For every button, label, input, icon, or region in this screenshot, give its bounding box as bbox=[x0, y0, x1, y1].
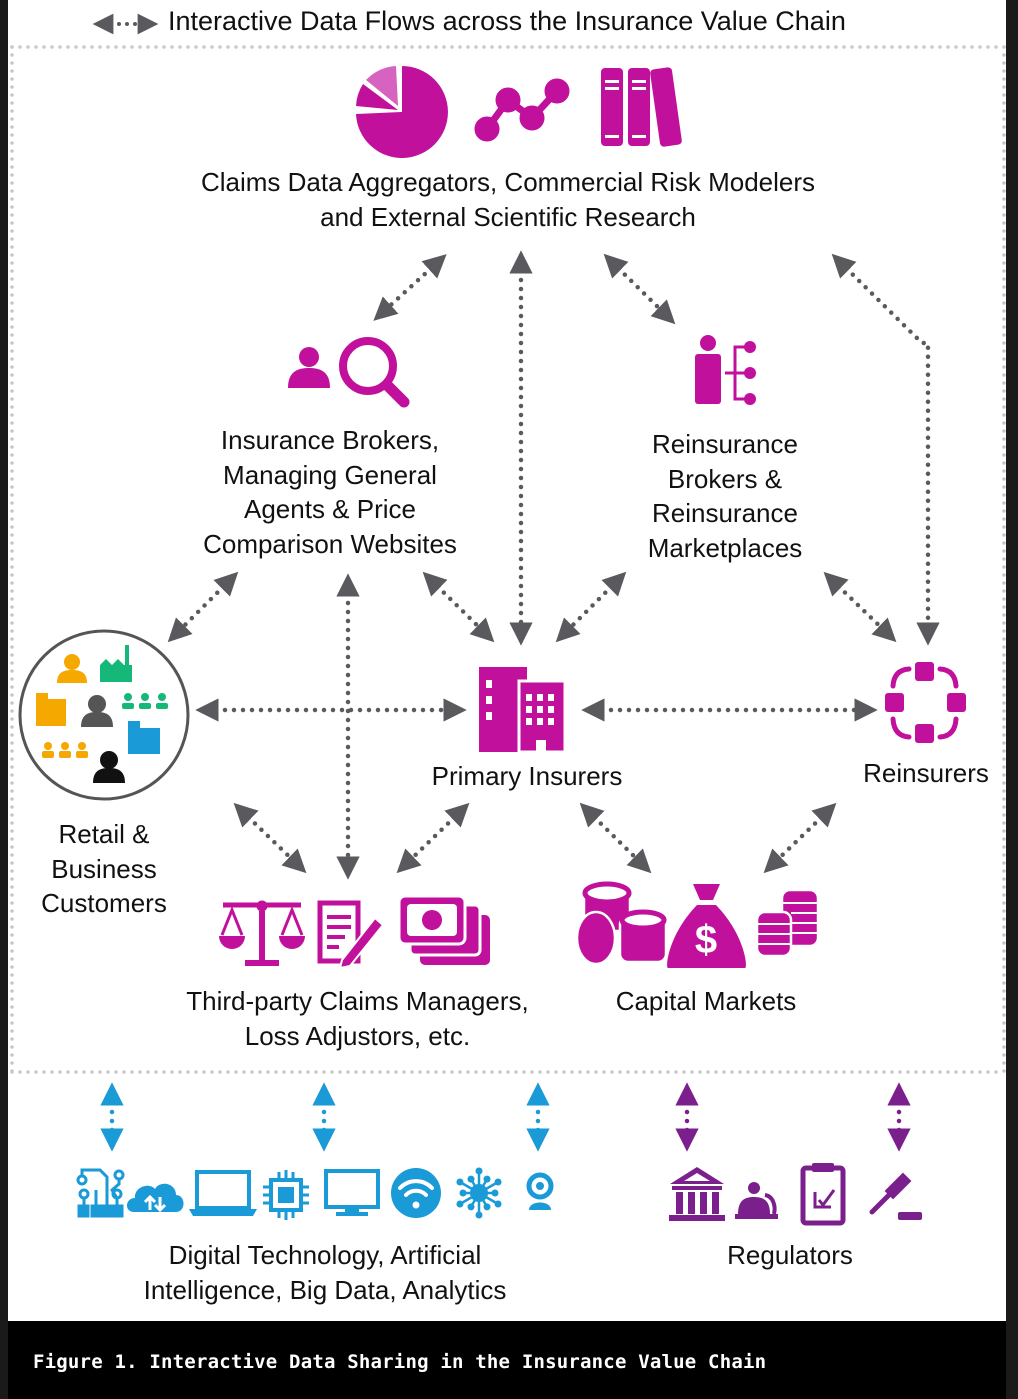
reinsurance-brokers-label-line-3: Reinsurance bbox=[652, 498, 798, 528]
network-hub-icon bbox=[456, 1167, 502, 1219]
network-nodes-icon bbox=[885, 662, 966, 743]
brokers-label: Insurance Brokers, Managing General Agen… bbox=[160, 423, 500, 561]
hub-node bbox=[494, 1200, 502, 1208]
reinsurance-brokers-label-line-2: Brokers & bbox=[667, 463, 783, 494]
diagram-frame bbox=[8, 0, 1006, 1321]
aggregators-label-line-1: Claims Data Aggregators, Commercial Risk… bbox=[200, 167, 816, 197]
document-pen-icon bbox=[317, 900, 385, 970]
money-bag-icon: $ bbox=[667, 884, 746, 968]
laptop-icon bbox=[189, 1170, 257, 1216]
customers-label-line-3: Customers bbox=[41, 888, 167, 918]
wifi-icon bbox=[391, 1168, 441, 1218]
circuit-icon bbox=[76, 1168, 125, 1218]
dotted-border bbox=[10, 45, 1006, 1074]
cloud-sync-icon bbox=[126, 1183, 184, 1213]
page-title: Interactive Data Flows across the Insura… bbox=[168, 6, 846, 36]
regulators-label-line-1: Regulators bbox=[727, 1240, 853, 1270]
flow-arrow-aggregators-reinsurers bbox=[831, 253, 940, 646]
gavel-icon bbox=[869, 1172, 922, 1220]
claims-managers-label-line-1: Third-party Claims Managers, bbox=[186, 986, 529, 1016]
hub-spoke bbox=[459, 1191, 480, 1206]
flow-arrow-primary-capital bbox=[579, 802, 652, 874]
monitor-icon bbox=[324, 1169, 380, 1216]
customers-label-line-2: Business bbox=[51, 853, 157, 884]
aggregators-label: Claims Data Aggregators, Commercial Risk… bbox=[152, 165, 864, 234]
binders-icon bbox=[601, 67, 682, 147]
digital-tech-label-line-2: Intelligence, Big Data, Analytics bbox=[143, 1274, 507, 1305]
flow-arrow-primary-claims bbox=[396, 802, 470, 874]
hub-node bbox=[467, 1175, 475, 1183]
magnifier-icon bbox=[339, 337, 410, 408]
hub-node bbox=[459, 1189, 467, 1197]
capital-markets-label: Capital Markets bbox=[590, 984, 822, 1019]
primary-insurers-label: Primary Insurers bbox=[402, 759, 652, 794]
customer-group-circle-icon bbox=[18, 629, 190, 801]
banknotes-icon bbox=[397, 894, 490, 965]
reinsurance-brokers-label-line-4: Marketplaces bbox=[647, 532, 803, 563]
customers-label: Retail & Business Customers bbox=[14, 817, 194, 921]
hub-node bbox=[475, 1167, 483, 1175]
customers-label-line-1: Retail & bbox=[58, 819, 150, 849]
flow-arrow-aggregators-brokers bbox=[373, 254, 447, 321]
office-building-icon bbox=[479, 667, 567, 754]
flow-arrow-brokers-customers bbox=[167, 571, 239, 643]
hub-node bbox=[483, 1175, 491, 1183]
scales-icon bbox=[219, 900, 305, 966]
speaker-podium-icon bbox=[735, 1182, 778, 1219]
hub-node bbox=[491, 1189, 499, 1197]
brokers-label-line-3: Agents & Price bbox=[244, 494, 416, 524]
flow-arrow-customers-claims bbox=[233, 802, 307, 874]
svg-text:$: $ bbox=[695, 918, 717, 962]
claims-managers-label: Third-party Claims Managers, Loss Adjust… bbox=[150, 984, 565, 1053]
hub-node bbox=[456, 1178, 464, 1186]
flow-arrow-brokers-primary bbox=[422, 571, 495, 643]
coin-stacks-icon bbox=[575, 881, 668, 966]
reinsurers-label-line-1: Reinsurers bbox=[863, 758, 989, 788]
brokers-label-line-2: Managing General bbox=[223, 459, 437, 490]
digital-tech-label-line-1: Digital Technology, Artificial bbox=[168, 1240, 482, 1270]
claims-managers-label-line-2: Loss Adjustors, etc. bbox=[244, 1020, 471, 1051]
brokers-label-line-4: Comparison Websites bbox=[203, 528, 457, 559]
flow-arrow-reinsurance-brokers-primary bbox=[555, 571, 627, 643]
digital-tech-label: Digital Technology, Artificial Intellige… bbox=[100, 1238, 550, 1307]
coin-stack-icon bbox=[755, 888, 820, 958]
reinsurers-label: Reinsurers bbox=[846, 756, 1006, 791]
person-icon bbox=[288, 347, 330, 388]
hub-node bbox=[475, 1211, 483, 1219]
figure-caption: Figure 1. Interactive Data Sharing in th… bbox=[33, 1351, 767, 1373]
flow-arrow-aggregators-reinsurance-brokers bbox=[603, 253, 676, 325]
flow-arrow-reinsurance-brokers-reinsurers bbox=[823, 571, 897, 643]
capital-markets-label-line-1: Capital Markets bbox=[615, 986, 797, 1016]
webcam-icon bbox=[526, 1172, 554, 1210]
primary-insurers-label-line-1: Primary Insurers bbox=[431, 761, 623, 791]
reinsurance-brokers-label: Reinsurance Brokers & Reinsurance Market… bbox=[600, 427, 850, 565]
aggregators-label-line-2: and External Scientific Research bbox=[320, 201, 696, 232]
hub-node bbox=[494, 1178, 502, 1186]
hub-spoke bbox=[459, 1180, 480, 1195]
reinsurance-brokers-label-line-1: Reinsurance bbox=[652, 429, 798, 459]
chip-icon bbox=[263, 1170, 309, 1220]
flow-arrow-reinsurers-capital bbox=[763, 802, 837, 874]
hub-spoke bbox=[478, 1180, 499, 1195]
person-hierarchy-icon bbox=[695, 335, 756, 405]
hub-node bbox=[483, 1203, 491, 1211]
pie-chart-icon bbox=[356, 66, 448, 158]
clipboard-check-icon bbox=[800, 1163, 846, 1226]
hub-spoke bbox=[478, 1191, 499, 1206]
regulators-label: Regulators bbox=[690, 1238, 890, 1273]
caption-bar: Figure 1. Interactive Data Sharing in th… bbox=[8, 1321, 1006, 1399]
line-graph-icon bbox=[474, 78, 570, 142]
hub-node bbox=[456, 1200, 464, 1208]
hub-node bbox=[467, 1203, 475, 1211]
government-building-icon bbox=[669, 1167, 725, 1221]
brokers-label-line-1: Insurance Brokers, bbox=[220, 425, 440, 455]
